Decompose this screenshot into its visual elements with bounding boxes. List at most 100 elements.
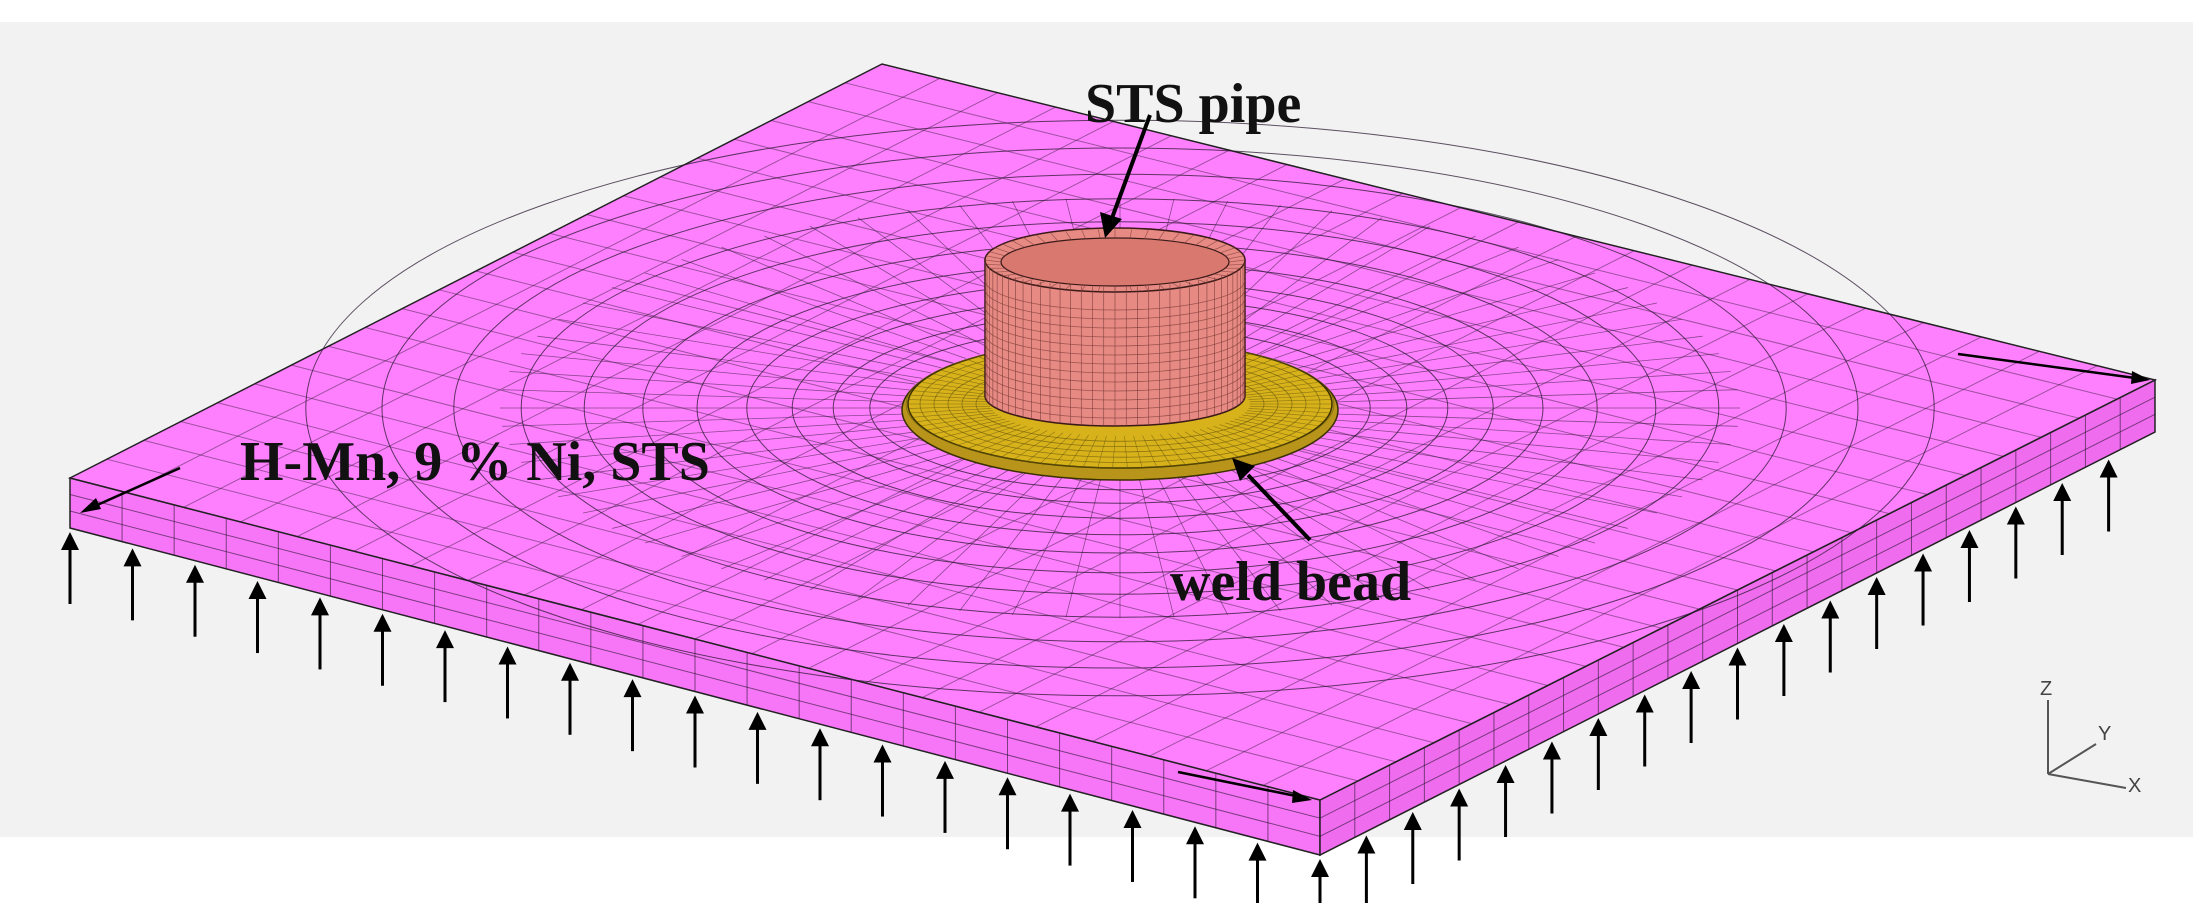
weld-spoke [1097,435,1107,468]
weld-spoke [1244,412,1324,422]
mesh-line-v [106,458,1359,782]
pipe-rim-line [1022,237,1035,246]
mesh-spoke [1065,477,1102,618]
mesh-line-u [1262,365,2098,786]
weld-spoke [1151,434,1172,467]
weld-spoke [1206,427,1262,452]
pipe-rim-line [1184,280,1195,286]
support-arrow-head [936,760,954,779]
weld-spoke [1112,435,1116,468]
pipe-rim-line [1205,276,1219,280]
mesh-line-v [660,176,1928,496]
pipe-rim-line [1022,278,1035,283]
pipe-rim-line [1129,285,1133,292]
weld-spoke [910,408,992,414]
weld-spoke [1026,432,1064,462]
mesh-ring [453,173,1787,643]
weld-spoke [1230,420,1300,439]
mesh-spoke [1334,371,1731,397]
support-arrow-head [1589,718,1608,736]
mesh-spoke [644,272,954,364]
pipe-rim-line [986,255,1003,260]
mesh-line-u [922,279,1751,698]
mesh-spoke [681,457,966,557]
weld-spoke [916,412,996,422]
mesh-spoke [1011,476,1083,615]
mesh-line-u [126,77,941,494]
weld-spoke [1248,408,1330,414]
pipe-rim-line [1171,282,1181,289]
right-edge-dimension-arrowhead [2131,371,2150,384]
mesh-spoke [1244,464,1476,581]
support-arrow-head [1774,624,1793,642]
weld-spoke [1242,381,1320,394]
support-arrow-head [436,630,454,649]
plate-material-label: H-Mn, 9 % Ni, STS [240,431,710,493]
mesh-line-u [1206,350,2040,772]
mesh-spoke [907,473,1046,606]
support-arrow-head [373,613,392,632]
mesh-spoke [502,413,903,427]
pipe-rim-line [1129,228,1133,239]
mesh-spoke [1308,442,1658,514]
triad-x-label: X [2128,775,2141,797]
weld-spoke [910,394,992,400]
weld-spoke [1159,434,1186,466]
pipe-mesh [984,228,1246,426]
mesh-spoke [502,389,903,403]
weld-spoke [957,424,1021,446]
pipe-inner-wall [1000,237,1230,287]
mesh-line-u [410,149,1230,567]
pipe-rim-line [1220,247,1236,254]
weld-spoke [920,414,998,427]
weld-spoke [912,390,993,398]
front-corner-dimension-line [1177,770,1297,798]
weld-spoke [1234,373,1308,390]
weld-spoke [989,428,1041,455]
triad-x-axis [2047,773,2127,789]
weld-spoke [948,422,1015,442]
mesh-line-u [353,135,1172,552]
mesh-spoke [1286,272,1596,364]
mesh-spoke [582,442,932,514]
weld-spoke [926,416,1002,431]
mesh-line-u [865,264,1693,684]
pipe-rim-line [1144,284,1149,292]
weld-spoke [1142,435,1158,468]
pipe-rim-line [1195,278,1208,283]
pipe-rim-line [994,247,1010,254]
support-arrow-head [61,532,79,550]
support-arrow-head [248,581,267,600]
right-edge-dimension-line [1957,352,2136,380]
mesh-line-v [734,138,2004,457]
pipe-rim-line [1228,263,1244,266]
pipe-rim-line [984,259,1002,263]
support-arrow-head [2099,459,2118,478]
support-arrow-head [998,777,1017,796]
mesh-line-u [1092,322,1924,742]
left-edge-dimension-line [94,466,181,508]
support-arrow-head [1542,741,1561,760]
pipe-rim-line [1144,228,1149,239]
support-arrow-head [1496,765,1515,783]
weld-spoke [1168,433,1200,464]
mesh-spoke [1337,389,1738,403]
weld-spoke [1199,428,1251,455]
mesh-spoke [521,425,910,463]
triad-z-label: Z [2040,678,2052,700]
mesh-spoke [1176,475,1281,612]
sts-pipe [984,227,1246,427]
weld-spoke [1013,431,1056,460]
weld-spoke [1219,424,1283,446]
weld-spoke [912,410,993,418]
mesh-line-v [365,326,1624,648]
coordinate-triad [2047,700,2127,789]
mesh-spoke [558,318,923,379]
weld-spoke [1192,430,1239,458]
weld-spoke [1247,390,1328,398]
mesh-spoke [1330,353,1719,391]
pipe-rim-line [1158,230,1166,241]
mesh-spoke [809,468,1012,591]
leader-arrows [1100,114,1312,542]
